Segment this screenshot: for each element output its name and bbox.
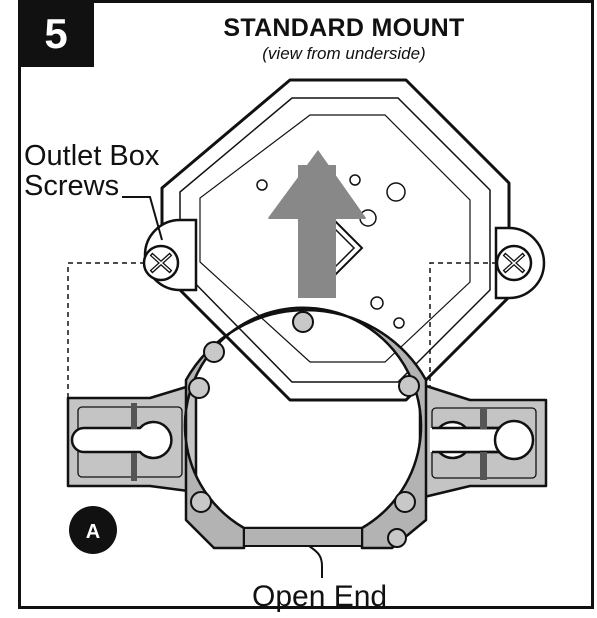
outlet-box-screws-label: Outlet Box Screws <box>24 141 159 201</box>
page-title: STANDARD MOUNT <box>223 14 465 42</box>
outlet-box-inner <box>179 97 491 383</box>
bracket-inner-ring <box>184 306 422 529</box>
callout-a-label: A <box>86 521 100 543</box>
screws-leader <box>122 196 163 241</box>
knockout-hole <box>370 296 384 310</box>
screws-label-line2: Screws <box>24 170 120 202</box>
page-subtitle: (view from underside) <box>262 44 426 63</box>
screws-label-line1: Outlet Box <box>24 140 160 172</box>
outlet-box-floor <box>199 114 471 363</box>
left-mounting-tab <box>66 382 198 494</box>
alignment-dash-left <box>67 262 145 441</box>
knockout-hole <box>256 179 268 191</box>
up-arrow-head <box>268 152 366 219</box>
knockout-hole <box>386 182 406 202</box>
knockout-hole <box>349 174 361 186</box>
screw-ear-right <box>494 226 546 300</box>
open-end-leader <box>308 545 323 578</box>
right-mounting-tab <box>418 382 548 500</box>
callout-a: A <box>69 506 117 554</box>
open-end-label: Open End <box>252 580 388 613</box>
bracket-rivets <box>188 311 420 548</box>
bracket-cross-bar <box>243 527 363 547</box>
knockout-hole <box>393 317 405 329</box>
step-number: 5 <box>18 0 94 67</box>
screw-ear-left <box>142 218 198 292</box>
alignment-dash-right <box>429 262 497 441</box>
